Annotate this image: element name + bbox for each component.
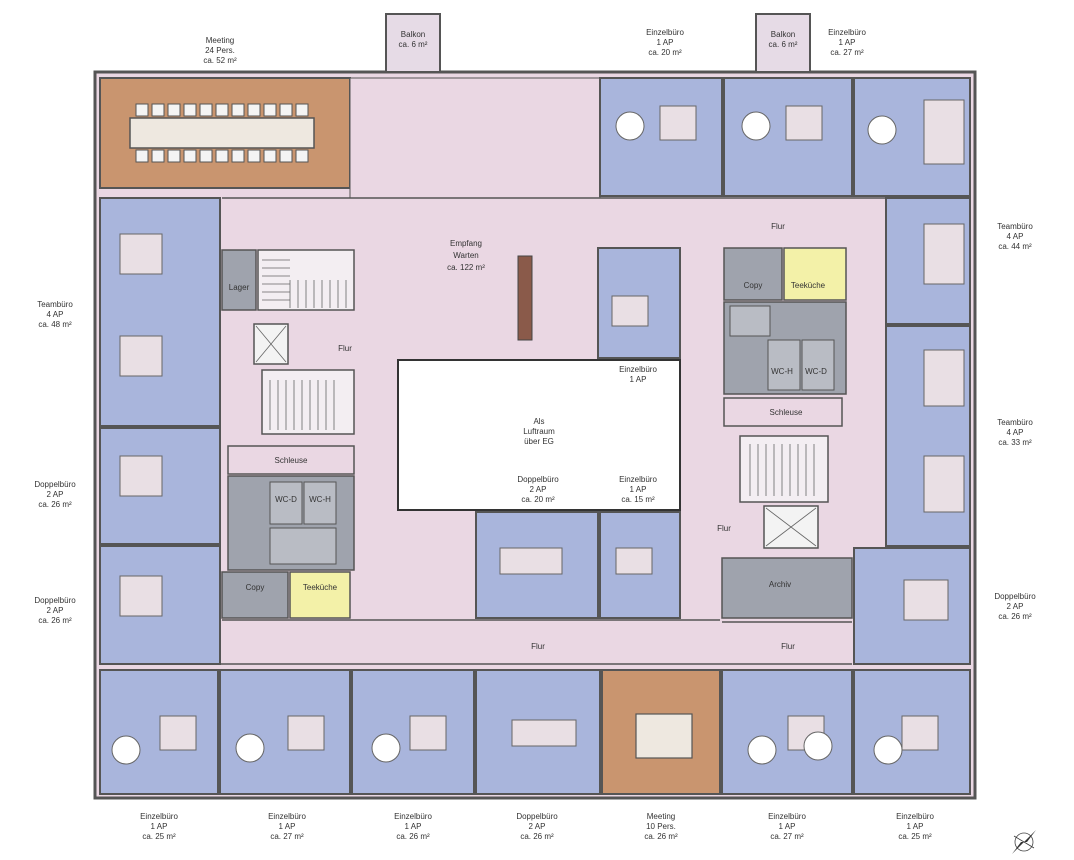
office-bottom-4 [475,669,601,795]
svg-text:ca. 15 m²: ca. 15 m² [621,495,655,504]
reception-desk [517,255,533,341]
teamoffice-left [99,197,221,427]
room-labels: Empfang Warten ca. 122 m² Als Luftraum ü… [229,222,827,651]
svg-text:Empfang: Empfang [450,239,482,248]
svg-text:Als: Als [533,417,544,426]
stair-left [261,369,355,435]
empfang-l1: Empfang [450,239,482,248]
svg-text:1 AP: 1 AP [630,375,647,384]
central-void [397,359,681,511]
svg-text:ca. 122 m²: ca. 122 m² [447,263,485,272]
svg-text:Einzelbüro: Einzelbüro [619,475,657,484]
svg-text:Copy: Copy [744,281,763,290]
svg-text:Lager: Lager [229,283,250,292]
stair-right [739,435,829,503]
svg-text:über EG: über EG [524,437,554,446]
meeting-room-bottom [601,669,721,795]
airlock-right [723,397,843,427]
office-bottom-1 [99,669,219,795]
balkon-right [755,13,811,73]
conference-table-top [129,117,315,149]
svg-text:Teeküche: Teeküche [303,583,338,592]
storage-room [221,249,257,311]
svg-text:Copy: Copy [246,583,265,592]
desks [119,99,965,751]
office-bottom-2 [219,669,351,795]
conference-chairs-top [135,103,309,163]
svg-text:2 AP: 2 AP [530,485,547,494]
copy-left [221,571,289,619]
wc-partitions [269,305,835,565]
conference-table-bottom [635,713,693,759]
svg-text:WC-H: WC-H [309,495,331,504]
round-tables [111,111,903,765]
north-arrow-icon [1012,830,1036,854]
svg-text:Flur: Flur [338,344,352,353]
svg-text:Warten: Warten [453,251,479,260]
office-bottom-6 [721,669,853,795]
svg-text:Schleuse: Schleuse [275,456,308,465]
svg-text:WC-D: WC-D [275,495,297,504]
reception-area [349,77,601,199]
airlock-left [227,445,355,475]
kitchen-left [289,571,351,619]
svg-text:Flur: Flur [781,642,795,651]
copy-right [723,247,783,301]
svg-text:Luftraum: Luftraum [523,427,555,436]
svg-text:Flur: Flur [717,524,731,533]
svg-text:Flur: Flur [771,222,785,231]
archive-room [721,557,853,619]
stair-treads [262,259,815,496]
svg-text:Doppelbüro: Doppelbüro [517,475,559,484]
svg-text:WC-H: WC-H [771,367,793,376]
svg-text:Einzelbüro: Einzelbüro [619,365,657,374]
svg-text:Schleuse: Schleuse [770,408,803,417]
svg-text:WC-D: WC-D [805,367,827,376]
corridor-walls [220,197,886,665]
svg-text:ca. 20 m²: ca. 20 m² [521,495,555,504]
balkon-left [385,13,441,73]
elevator-cross [255,325,817,547]
kitchen-right [783,247,847,301]
svg-text:Teeküche: Teeküche [791,281,826,290]
svg-text:1 AP: 1 AP [630,485,647,494]
svg-text:Flur: Flur [531,642,545,651]
svg-text:Archiv: Archiv [769,580,791,589]
